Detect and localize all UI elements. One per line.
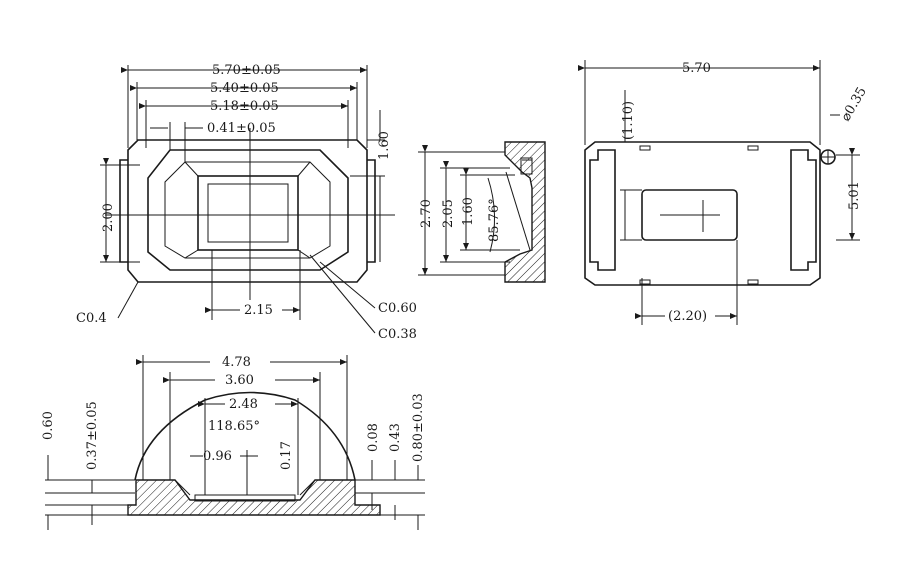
dim-2-70: 2.70 bbox=[419, 199, 434, 228]
dim-0-08: 0.08 bbox=[366, 423, 381, 452]
dim-0-60: 0.60 bbox=[41, 411, 56, 440]
top-view-labels: 5.70±0.05 5.40±0.05 5.18±0.05 0.41±0.05 … bbox=[76, 63, 417, 342]
dim-1-10: (1.10) bbox=[621, 101, 636, 140]
dim-1-60-side: 1.60 bbox=[461, 197, 476, 226]
dim-0-17: 0.17 bbox=[279, 441, 294, 470]
chamfer-c0-4: C0.4 bbox=[76, 311, 107, 326]
dim-5-70-tol: 5.70±0.05 bbox=[212, 63, 281, 78]
section-view bbox=[45, 355, 425, 530]
dim-1-60-top: 1.60 bbox=[377, 131, 392, 160]
side-view-labels: 2.70 2.05 1.60 85.76° bbox=[419, 197, 502, 242]
dim-0-80-tol: 0.80±0.03 bbox=[411, 393, 426, 462]
dim-2-48: 2.48 bbox=[229, 397, 258, 412]
dim-0-96: 0.96 bbox=[203, 449, 232, 464]
angle-85-76: 85.76° bbox=[487, 198, 502, 242]
dim-5-01: 5.01 bbox=[847, 181, 862, 210]
dim-0-43: 0.43 bbox=[388, 423, 403, 452]
angle-118-65: 118.65° bbox=[208, 419, 260, 434]
chamfer-c0-60: C0.60 bbox=[378, 301, 417, 316]
section-view-labels: 4.78 3.60 2.48 118.65° 0.96 0.17 0.60 0.… bbox=[41, 355, 426, 470]
top-view bbox=[100, 65, 395, 334]
dim-5-18-tol: 5.18±0.05 bbox=[210, 99, 279, 114]
dim-2-05: 2.05 bbox=[441, 199, 456, 228]
side-view bbox=[418, 141, 546, 283]
dim-5-40-tol: 5.40±0.05 bbox=[210, 81, 279, 96]
dim-2-20: (2.20) bbox=[668, 309, 707, 324]
dim-0-41-tol: 0.41±0.05 bbox=[207, 121, 276, 136]
chamfer-c0-38: C0.38 bbox=[378, 327, 417, 342]
bottom-view bbox=[578, 60, 860, 325]
dim-3-60: 3.60 bbox=[225, 373, 254, 388]
dim-dia-0-35: ⌀0.35 bbox=[838, 85, 869, 124]
dim-2-15: 2.15 bbox=[244, 303, 273, 318]
dim-5-70-bottom: 5.70 bbox=[682, 61, 711, 76]
dim-0-37-tol: 0.37±0.05 bbox=[85, 401, 100, 470]
dim-4-78: 4.78 bbox=[222, 355, 251, 370]
dim-2-00: 2.00 bbox=[101, 203, 116, 232]
